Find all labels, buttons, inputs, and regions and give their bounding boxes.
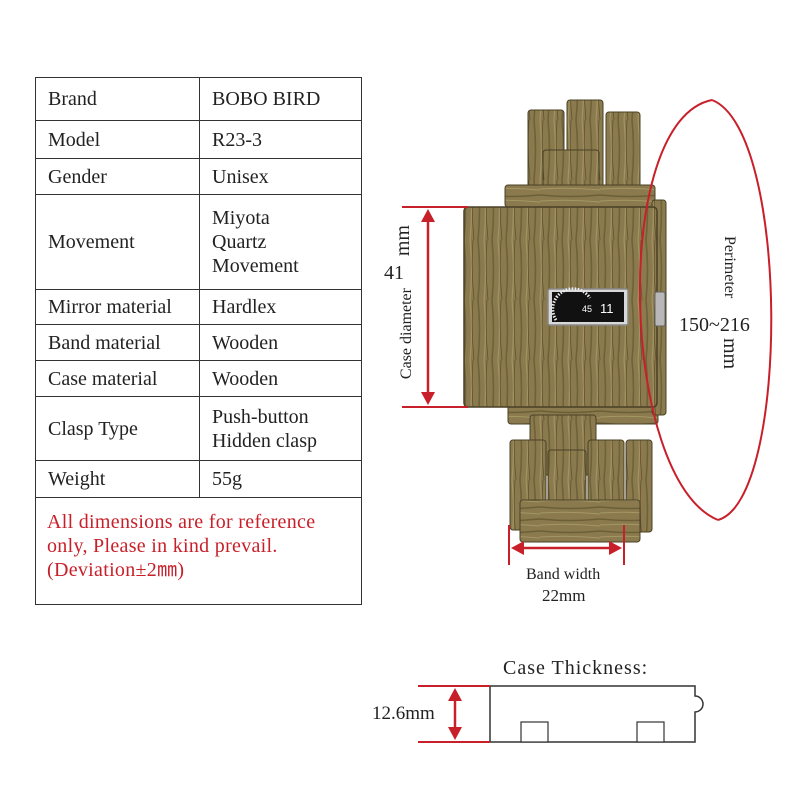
spec-row-gender: Gender Unisex — [36, 159, 361, 195]
spec-row-clasp: Clasp Type Push-button Hidden clasp — [36, 397, 361, 461]
spec-key: Weight — [36, 461, 200, 497]
spec-table: Brand BOBO BIRD Model R23-3 Gender Unise… — [35, 77, 362, 605]
spec-row-case: Case material Wooden — [36, 361, 361, 397]
spec-value: R23-3 — [212, 128, 262, 151]
case-thickness-value: 12.6mm — [372, 703, 435, 724]
spec-value: 55g — [212, 468, 242, 490]
spec-value: Push-button Hidden clasp — [212, 405, 317, 452]
case-thickness-label: Case Thickness: — [503, 657, 649, 679]
spec-key: Movement — [36, 195, 200, 289]
perimeter-label: Perimeter — [721, 236, 738, 299]
dial-minute: 45 — [582, 304, 592, 314]
dial-hour: 11 — [600, 301, 614, 316]
spec-row-brand: Brand BOBO BIRD — [36, 78, 361, 121]
case-diameter-label: Case diameter — [398, 288, 415, 380]
spec-row-band: Band material Wooden — [36, 325, 361, 361]
spec-key: Brand — [36, 78, 200, 120]
spec-value: Wooden — [212, 367, 279, 390]
spec-key: Clasp Type — [36, 397, 200, 460]
spec-value: BOBO BIRD — [212, 88, 321, 110]
band-width-label: Band width — [526, 566, 601, 583]
watch-crown — [654, 291, 666, 327]
spec-value: Hardlex — [212, 296, 277, 318]
spec-value: Wooden — [212, 331, 279, 354]
perimeter-curve-left — [639, 99, 719, 521]
case-diameter-unit: mm — [392, 225, 414, 257]
spec-row-movement: Movement Miyota Quartz Movement — [36, 195, 361, 290]
perimeter-unit: mm — [719, 338, 741, 370]
case-diameter-value: 41 — [384, 262, 404, 284]
reference-note: All dimensions are for reference only, P… — [47, 511, 316, 581]
spec-row-model: Model R23-3 — [36, 121, 361, 159]
spec-value: Unisex — [212, 165, 269, 188]
spec-key: Gender — [36, 159, 200, 194]
perimeter-curve-right — [711, 99, 773, 521]
spec-key: Band material — [36, 325, 200, 360]
spec-row-mirror: Mirror material Hardlex — [36, 290, 361, 325]
band-width-value: 22mm — [542, 586, 586, 605]
spec-key: Model — [36, 121, 200, 158]
thickness-dimension — [418, 685, 490, 743]
watch-band-top — [504, 99, 656, 208]
band-width-dimension — [508, 525, 625, 565]
case-thickness-diagram — [489, 685, 704, 743]
watch-band-bottom — [507, 399, 659, 543]
spec-row-weight: Weight 55g — [36, 461, 361, 498]
spec-key: Case material — [36, 361, 200, 396]
spec-key: Mirror material — [36, 290, 200, 324]
case-diameter-dimension — [402, 206, 468, 408]
perimeter-value: 150~216 — [679, 314, 750, 336]
spec-value: Miyota Quartz Movement — [212, 207, 299, 277]
